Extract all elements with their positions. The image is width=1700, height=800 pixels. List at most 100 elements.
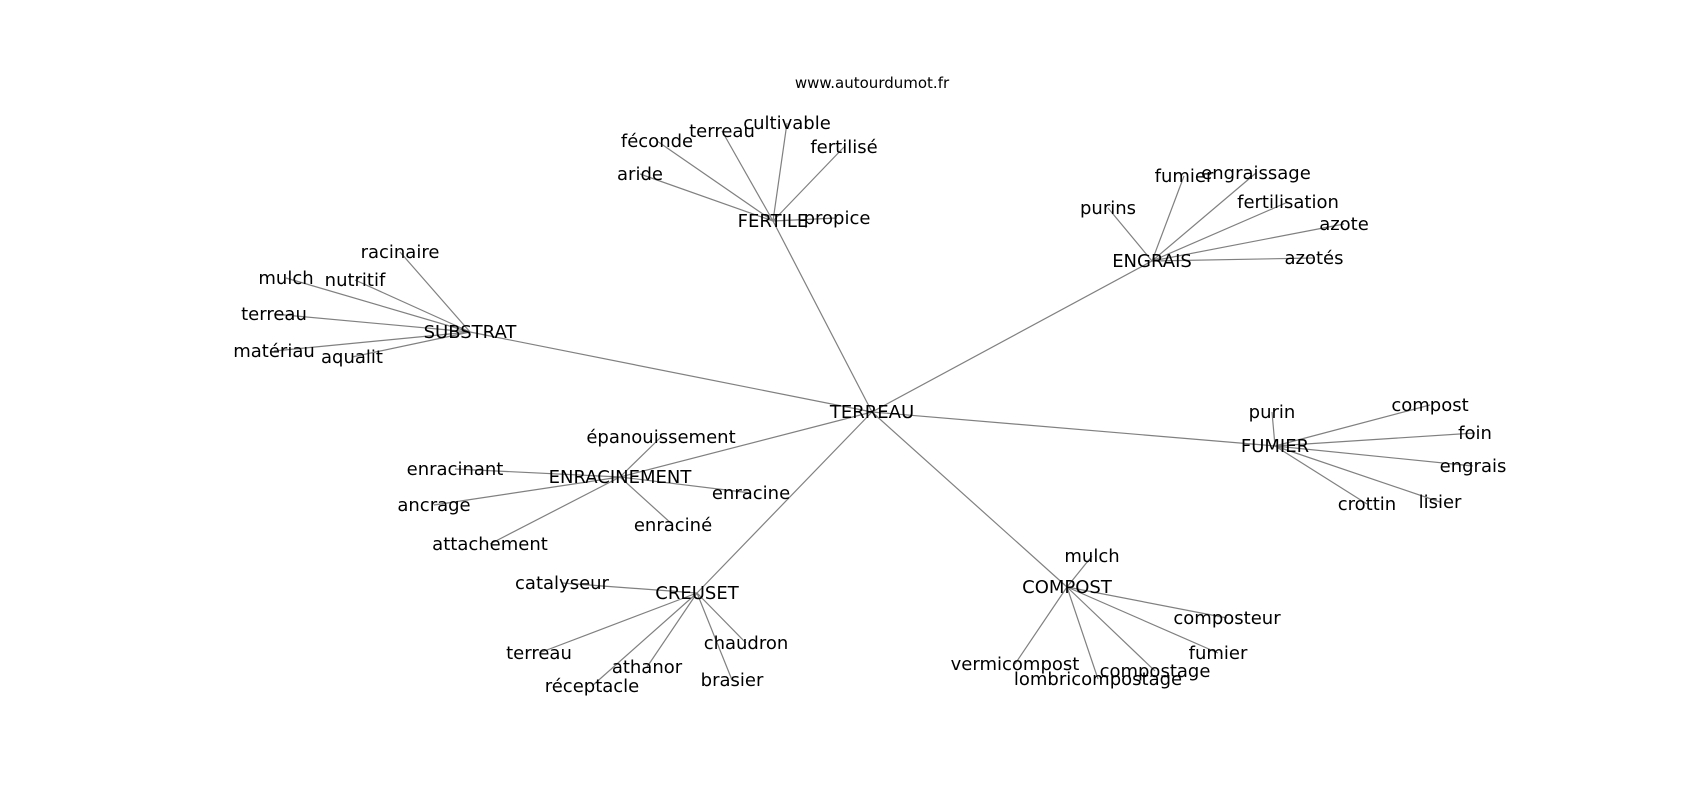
node-creuset-chaudron: chaudron (704, 633, 789, 654)
node-fertile-fertilise: fertilisé (810, 137, 877, 158)
node-fumier-purin: purin (1249, 402, 1296, 423)
edge-engrais-fertilisation (1151, 201, 1289, 262)
edge-compost-fumier (1066, 586, 1219, 654)
edge-engrais-fumier (1151, 175, 1185, 262)
node-engrais-purins: purins (1080, 198, 1136, 219)
edge-root-engrais (871, 260, 1153, 413)
node-enracinement-attachement: attachement (432, 534, 548, 555)
edge-fertile-aride (639, 173, 774, 222)
node-fumier-engrais: engrais (1440, 456, 1507, 477)
node-compost-vermicompost: vermicompost (951, 654, 1080, 675)
edge-fertile-cultivable (772, 122, 788, 222)
edge-enracinement-attachement (489, 476, 621, 545)
edge-enracinement-enracine (619, 476, 752, 494)
node-root-terreau: TERREAU (829, 402, 914, 423)
node-fertile-feconde: féconde (621, 131, 693, 152)
edge-root-creuset (696, 411, 873, 594)
edge-enracinement-enracinant (454, 468, 621, 478)
node-engrais-azotes: azotés (1284, 248, 1343, 269)
edge-creuset-catalyseur (561, 582, 698, 594)
node-engrais-engraissage: engraissage (1201, 163, 1311, 184)
edge-substrat-nutritif (354, 279, 471, 333)
edge-fertile-propice (772, 217, 838, 222)
node-substrat-aqualit: aqualit (321, 347, 383, 368)
edge-substrat-racinaire (399, 251, 471, 333)
node-hub-engrais: ENGRAIS (1112, 251, 1192, 272)
node-creuset-terreau: terreau (506, 643, 572, 664)
node-compost-mulch: mulch (1064, 546, 1119, 567)
node-substrat-nutritif: nutritif (325, 270, 386, 291)
node-enracinement-enracinant: enracinant (407, 459, 504, 480)
node-substrat-materiau: matériau (233, 341, 315, 362)
edge-fertile-fertilise (772, 146, 845, 222)
edge-substrat-mulch (285, 277, 471, 333)
node-fumier-compost: compost (1391, 395, 1468, 416)
node-engrais-fertilisation: fertilisation (1237, 192, 1339, 213)
edge-compost-vermicompost (1014, 586, 1068, 665)
node-hub-creuset: CREUSET (655, 583, 739, 604)
edge-compost-composteur (1066, 586, 1228, 619)
node-fertile-terreau: terreau (689, 121, 755, 142)
node-compost-lombricompostage: lombricompostage (1014, 669, 1182, 690)
node-hub-enracinement: ENRACINEMENT (549, 467, 693, 488)
graph-edges (273, 122, 1476, 687)
node-hub-fumier: FUMIER (1241, 436, 1309, 457)
node-substrat-mulch: mulch (258, 268, 313, 289)
node-fumier-lisier: lisier (1419, 492, 1462, 513)
edge-compost-compostage (1066, 586, 1156, 672)
node-substrat-racinaire: racinaire (361, 242, 440, 263)
edge-engrais-engraissage (1151, 172, 1257, 262)
edge-root-enracinement (619, 411, 873, 478)
edge-creuset-chaudron (696, 592, 747, 644)
node-creuset-athanor: athanor (612, 657, 683, 678)
edge-compost-mulch (1066, 555, 1093, 588)
node-enracinement-epanouissement: épanouissement (586, 427, 735, 448)
edge-fumier-purin (1271, 411, 1276, 447)
edge-engrais-azote (1151, 223, 1345, 262)
edge-substrat-materiau (273, 331, 471, 352)
edge-creuset-athanor (646, 592, 698, 668)
edge-fertile-feconde (656, 140, 774, 222)
edge-root-fertile (772, 220, 873, 413)
node-engrais-azote: azote (1319, 214, 1369, 235)
node-fumier-crottin: crottin (1338, 494, 1396, 515)
node-enracinement-ancrage: ancrage (397, 495, 470, 516)
node-enracinement-enracine: enraciné (634, 515, 712, 536)
node-hub-substrat: SUBSTRAT (424, 322, 518, 343)
node-compost-compostage: compostage (1100, 661, 1211, 682)
edge-engrais-azotes (1151, 257, 1315, 262)
node-hub-fertile: FERTILE (738, 211, 809, 232)
edge-substrat-aqualit (351, 331, 471, 358)
node-compost-fumier: fumier (1189, 643, 1248, 664)
node-hub-compost: COMPOST (1022, 577, 1113, 598)
edge-enracinement-enracine (619, 476, 674, 526)
edge-creuset-brasier (696, 592, 733, 681)
edge-fumier-engrais (1274, 445, 1474, 467)
node-enracinement-enracine: enracine (712, 483, 790, 504)
node-creuset-brasier: brasier (701, 670, 764, 691)
node-creuset-catalyseur: catalyseur (515, 573, 610, 594)
graph-labels: www.autourdumot.fr TERREAU FERTILE aride fé… (233, 74, 1506, 697)
edge-fumier-lisier (1274, 445, 1441, 503)
edge-fertile-terreau (721, 130, 774, 222)
source-url: www.autourdumot.fr (795, 74, 950, 92)
node-creuset-receptacle: réceptacle (545, 676, 640, 697)
edge-fumier-foin (1274, 432, 1476, 447)
edge-engrais-purins (1107, 207, 1153, 262)
node-fertile-propice: propice (804, 208, 871, 229)
node-substrat-terreau: terreau (241, 304, 307, 325)
edge-enracinement-epanouissement (619, 436, 662, 478)
node-fertile-cultivable: cultivable (743, 113, 831, 134)
edge-creuset-receptacle (591, 592, 698, 687)
edge-root-compost (871, 411, 1068, 588)
edge-fumier-crottin (1274, 445, 1368, 505)
edge-creuset-terreau (538, 592, 698, 654)
edge-substrat-terreau (273, 313, 471, 333)
node-fumier-foin: foin (1458, 423, 1492, 444)
edge-compost-lombricompostage (1066, 586, 1099, 680)
node-fertile-aride: aride (617, 164, 663, 185)
edge-fumier-compost (1274, 404, 1431, 447)
edge-root-substrat (469, 331, 873, 413)
edge-root-fumier (871, 411, 1276, 447)
